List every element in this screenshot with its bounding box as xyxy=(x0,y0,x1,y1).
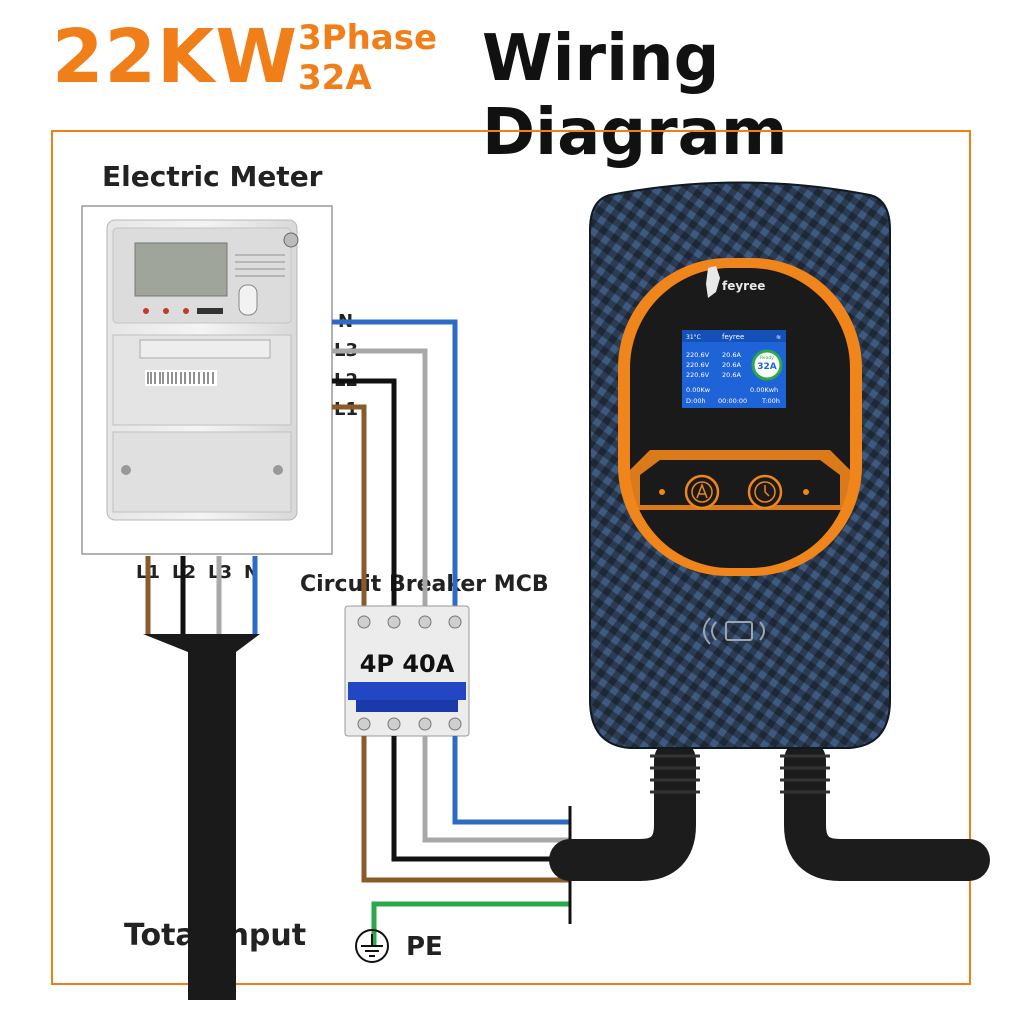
screen-voltage-2: 220.6V xyxy=(686,361,710,369)
feyree-logo-icon xyxy=(706,266,720,298)
charger-brand: feyree xyxy=(722,279,765,293)
mcb-rating: 4P 40A xyxy=(360,650,455,678)
screen-temperature: 31°C xyxy=(686,334,701,341)
amps-button[interactable] xyxy=(684,474,720,510)
wire-l1-to-mcb xyxy=(332,404,367,612)
screen-brand: feyree xyxy=(722,333,744,341)
meter-led xyxy=(183,308,189,314)
meter-seal-screw xyxy=(283,232,299,248)
wire-pe xyxy=(371,901,570,945)
diagram-title: Wiring Diagram xyxy=(482,22,788,170)
screen-amps: 32A xyxy=(757,362,777,372)
power-rating: 22KW xyxy=(52,14,298,100)
meter-lcd xyxy=(134,242,228,297)
charger-face xyxy=(630,268,850,568)
clock-icon xyxy=(754,481,776,503)
wire-n-to-mcb xyxy=(332,319,458,612)
screen-day: D:00h xyxy=(686,397,706,405)
screen-timer: T:00h xyxy=(761,397,780,405)
wire-l3-to-mcb xyxy=(332,348,428,612)
electric-meter xyxy=(81,205,333,555)
diagram-frame xyxy=(51,130,971,985)
mcb-toggle-bar xyxy=(348,682,466,700)
charger-screen: 31°C feyree ≋ 220.6V 20.6A 220.6V 20.6A … xyxy=(682,330,786,408)
wire-n-to-charger xyxy=(452,736,570,825)
screen-status-gauge xyxy=(751,349,783,381)
wire-l3-to-charger xyxy=(422,736,570,843)
screen-voltage-3: 220.6V xyxy=(686,371,710,379)
charger-cables xyxy=(549,739,990,881)
meter-button xyxy=(238,284,258,316)
screen-current-1: 20.6A xyxy=(722,351,741,359)
meter-to-mcb-wires xyxy=(332,319,458,612)
wire-l1-to-charger xyxy=(361,736,570,883)
circuit-breaker-mcb: 4P 40A xyxy=(344,605,470,737)
phase-line-1: 3Phase xyxy=(298,18,438,58)
wifi-icon: ≋ xyxy=(776,334,781,341)
amps-icon xyxy=(691,481,713,503)
mcb-to-charger-wires xyxy=(361,736,570,945)
ground-icon xyxy=(355,929,389,963)
meter-input-wires xyxy=(145,556,258,634)
screen-energy: 0.00Kwh xyxy=(750,386,778,394)
screen-voltage-1: 220.6V xyxy=(686,351,710,359)
wire-l2-to-charger xyxy=(391,736,570,862)
screen-power: 0.00Kw xyxy=(686,386,711,394)
pe-label: PE xyxy=(406,932,443,962)
screen-current-2: 20.6A xyxy=(722,361,741,369)
phase-line-2: 32A xyxy=(298,58,372,98)
meter-led xyxy=(143,308,149,314)
wire-l2-to-mcb xyxy=(332,378,397,612)
rfid-card-icon xyxy=(703,617,765,645)
ev-charger: feyree 31°C feyree ≋ 220.6V 20.6A 220.6V… xyxy=(589,181,891,749)
meter-led xyxy=(163,308,169,314)
electric-meter-label: Electric Meter xyxy=(102,160,323,193)
screen-status: Ready xyxy=(760,355,774,361)
screen-current-3: 20.6A xyxy=(722,371,741,379)
timer-button[interactable] xyxy=(747,474,783,510)
screen-clock: 00:00:00 xyxy=(718,397,747,405)
phase-info: 3Phase 32A xyxy=(298,18,437,98)
